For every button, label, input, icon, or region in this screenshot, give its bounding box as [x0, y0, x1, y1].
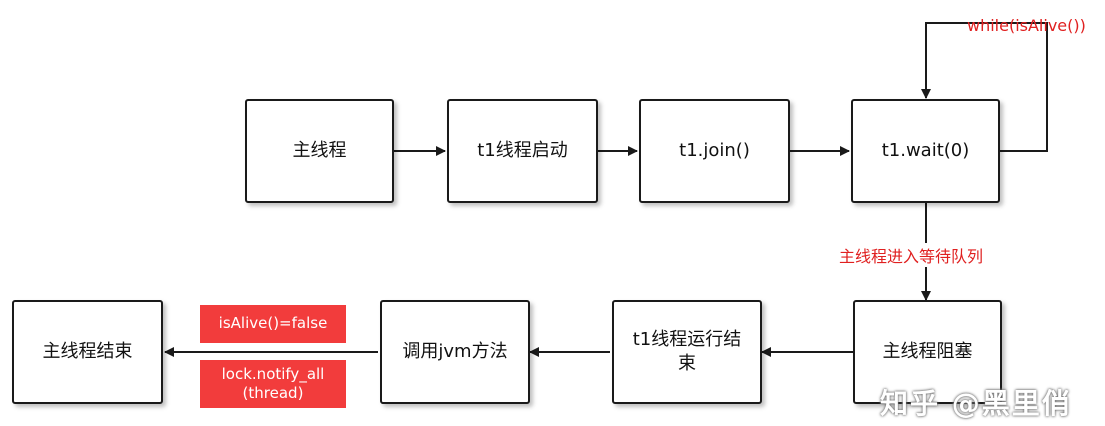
tag-is-alive-false: isAlive()=false — [200, 305, 346, 343]
node-t1-end: t1线程运行结束 — [612, 300, 762, 404]
node-main-end: 主线程结束 — [12, 300, 163, 404]
node-main-thread: 主线程 — [245, 99, 394, 203]
node-t1-wait: t1.wait(0) — [851, 99, 1000, 203]
label-loop-condition: while(isAlive()) — [967, 16, 1086, 35]
node-main-blocked: 主线程阻塞 — [853, 300, 1002, 404]
arrow-wait-loop — [921, 22, 1048, 152]
watermark: 知乎 @黑里俏 — [880, 387, 1072, 420]
node-t1-start: t1线程启动 — [447, 99, 598, 203]
tag-lock-notify-all: lock.notify_all (thread) — [200, 360, 346, 408]
node-t1-join: t1.join() — [639, 99, 790, 203]
node-call-jvm: 调用jvm方法 — [380, 300, 530, 404]
label-enter-wait-queue: 主线程进入等待队列 — [837, 243, 986, 267]
